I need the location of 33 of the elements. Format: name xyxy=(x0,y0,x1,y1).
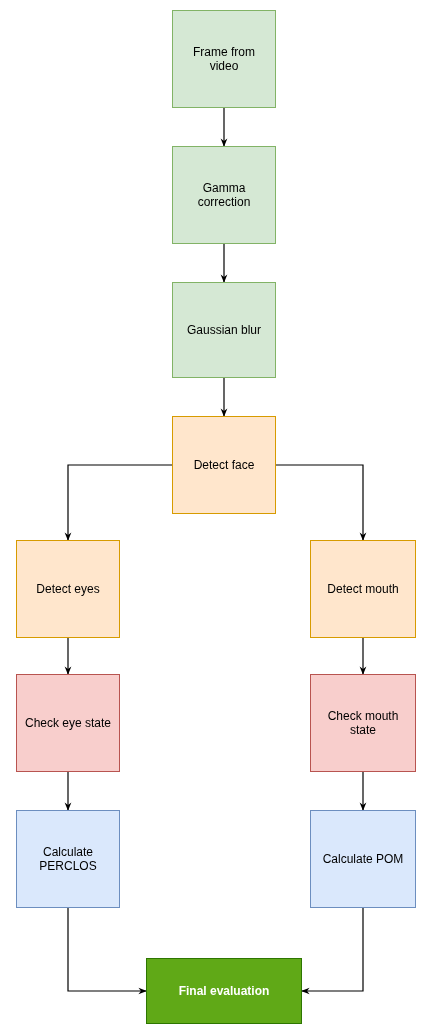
arrow xyxy=(64,771,72,811)
arrow xyxy=(220,243,228,283)
process-box xyxy=(172,10,276,108)
arrow xyxy=(359,771,367,811)
process-box xyxy=(16,674,120,772)
arrow xyxy=(64,464,173,541)
process-box xyxy=(146,958,302,1024)
arrow xyxy=(220,377,228,417)
arrow xyxy=(359,637,367,675)
arrow xyxy=(64,637,72,675)
arrow xyxy=(220,107,228,147)
process-box xyxy=(16,810,120,908)
box-label: Detect eyes xyxy=(36,582,100,596)
box-label: Check mouth state xyxy=(326,709,400,737)
box-label: Calculate POM xyxy=(322,852,404,866)
process-box xyxy=(310,810,416,908)
process-box xyxy=(172,146,276,244)
process-box xyxy=(310,540,416,638)
arrow xyxy=(275,464,367,541)
box-label: Final evaluation xyxy=(178,984,270,998)
box-label: Gamma correction xyxy=(196,181,252,209)
arrow xyxy=(301,907,364,995)
process-box xyxy=(172,416,276,514)
box-label: Gaussian blur xyxy=(186,323,261,337)
box-label: Frame from video xyxy=(192,45,256,73)
process-box xyxy=(172,282,276,378)
box-label: Detect mouth xyxy=(327,582,399,596)
process-box xyxy=(16,540,120,638)
arrow xyxy=(67,907,147,995)
process-box xyxy=(310,674,416,772)
box-label: Calculate PERCLOS xyxy=(38,845,98,873)
box-label: Detect face xyxy=(193,458,255,472)
box-label: Check eye state xyxy=(24,716,111,730)
